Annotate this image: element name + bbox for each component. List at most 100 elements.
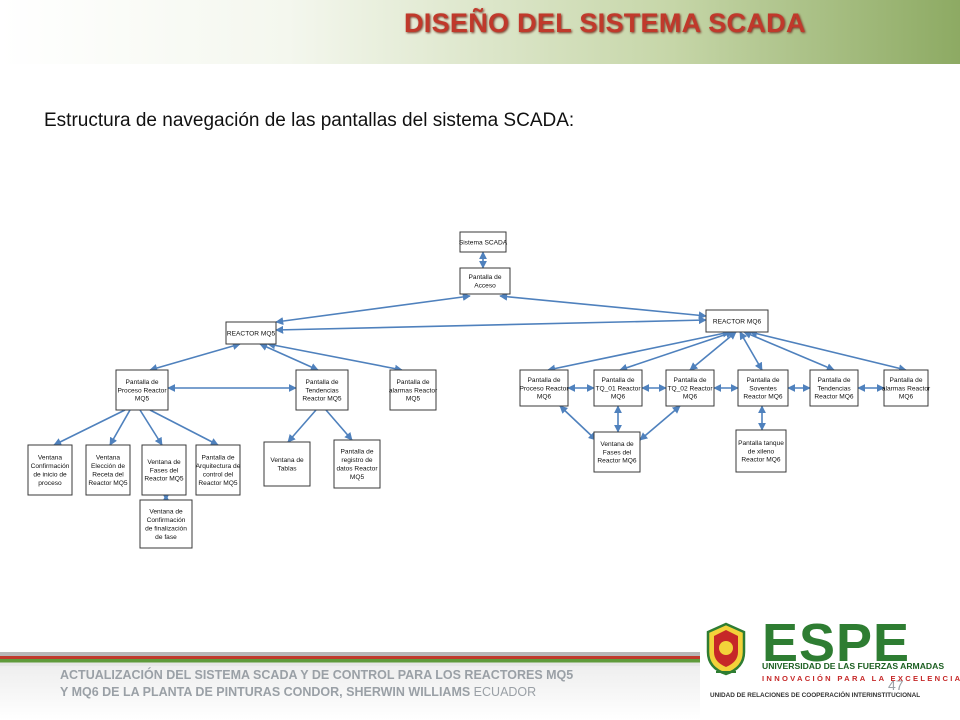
node-label: de fase <box>155 534 177 541</box>
node-label: Pantalla de <box>341 449 374 456</box>
node-box <box>883 369 929 407</box>
node-box <box>333 439 381 489</box>
node-label: de xileno <box>748 448 775 455</box>
node-label: Reactor MQ6 <box>743 394 783 401</box>
node-label: Ventana <box>38 455 63 462</box>
node-label: REACTOR MQ5 <box>227 330 276 337</box>
node-label: Proceso Reactor <box>117 387 167 394</box>
node-label: REACTOR MQ6 <box>713 318 762 325</box>
connector-arrow <box>743 331 835 371</box>
footer-stripe <box>0 652 700 666</box>
node-label: Ventana de <box>149 509 183 516</box>
node-label: Pantalla de <box>890 377 923 384</box>
node-label: proceso <box>38 480 62 487</box>
node-label: Pantalla de <box>469 274 502 281</box>
node-label: Pantalla de <box>747 377 780 384</box>
node-label: Pantalla de <box>818 377 851 384</box>
node-label: Ventana de <box>147 459 181 466</box>
connector-arrow <box>149 409 219 446</box>
node-label: Pantalla de <box>528 377 561 384</box>
node-label: Elección de <box>91 463 125 470</box>
node-label: Pantalla de <box>602 377 635 384</box>
espe-logo: ESPE UNIVERSIDAD DE LAS FUERZAS ARMADAS … <box>700 612 960 706</box>
footer-line-2-bold: Y MQ6 DE LA PLANTA DE PINTURAS CONDOR, S… <box>60 685 471 699</box>
node-box <box>263 441 311 487</box>
node-label: Reactor MQ5 <box>144 476 184 483</box>
node-box <box>27 444 73 496</box>
unit-name: UNIDAD DE RELACIONES DE COOPERACIÓN INTE… <box>710 692 921 699</box>
node-label: Sistema SCADA <box>459 239 508 246</box>
node-label: Pantalla tanque <box>738 440 784 447</box>
node-label: Reactor MQ6 <box>597 458 637 465</box>
node-sistema: Sistema SCADA <box>459 231 508 253</box>
node-label: registro de <box>341 457 372 464</box>
connector-arrow <box>139 409 163 446</box>
node-label: TQ_01 Reactor <box>595 385 641 392</box>
connector-arrow <box>275 316 707 334</box>
node-box <box>459 231 507 253</box>
connector-arrow <box>149 342 241 372</box>
node-label: Reactor MQ6 <box>741 457 781 464</box>
university-name: UNIVERSIDAD DE LAS FUERZAS ARMADAS <box>762 661 945 671</box>
connector-arrow <box>689 331 737 371</box>
node-label: Proceso Reactor <box>519 385 569 392</box>
connector-arrow <box>287 409 317 443</box>
connector-arrow <box>499 292 707 320</box>
node-label: MQ5 <box>135 396 150 403</box>
node-label: Tendencias <box>305 387 339 394</box>
node-label: Ventana <box>96 455 121 462</box>
node-mq5: REACTOR MQ5 <box>225 321 277 345</box>
espe-wordmark: ESPE <box>762 613 911 673</box>
node-box <box>737 369 789 407</box>
node-label: Arquitectura de <box>196 463 241 470</box>
connector-arrow <box>749 329 907 373</box>
footer-line-1: ACTUALIZACIÓN DEL SISTEMA SCADA Y DE CON… <box>60 668 574 682</box>
node-label: MQ6 <box>611 394 626 401</box>
node-label: Pantalla de <box>674 377 707 384</box>
node-box <box>665 369 715 407</box>
node-label: Pantalla de <box>126 379 159 386</box>
node-label: TQ_02 Reactor <box>667 385 713 392</box>
node-label: datos Reactor <box>336 466 378 473</box>
footer-caption: ACTUALIZACIÓN DEL SISTEMA SCADA Y DE CON… <box>60 667 573 701</box>
node-label: de inicio de <box>33 472 67 479</box>
slide-title: DISEÑO DEL SISTEMA SCADA <box>404 8 806 38</box>
node-label: Ventana de <box>270 457 304 464</box>
node-box <box>593 369 643 407</box>
connector-arrow <box>109 409 131 446</box>
node-box <box>389 369 437 411</box>
node-label: MQ5 <box>350 474 365 481</box>
node-mq6: REACTOR MQ6 <box>705 309 769 333</box>
title-banner <box>0 0 960 64</box>
connector-arrow <box>275 292 471 326</box>
node-label: Confirmación <box>31 463 70 470</box>
node-label: MQ6 <box>537 394 552 401</box>
node-box <box>519 369 569 407</box>
node-label: Reactor MQ5 <box>88 480 128 487</box>
university-motto: INNOVACIÓN PARA LA EXCELENCIA <box>762 674 960 683</box>
node-label: Ventana de <box>600 441 634 448</box>
node-label: alarmas Reactor <box>882 385 931 392</box>
page-number: 47 <box>888 677 904 693</box>
node-label: Reactor MQ5 <box>198 480 238 487</box>
connector-arrow <box>53 409 126 446</box>
node-label: Soventes <box>749 385 777 392</box>
node-label: de finalización <box>145 526 187 533</box>
connector-arrow <box>559 405 597 441</box>
